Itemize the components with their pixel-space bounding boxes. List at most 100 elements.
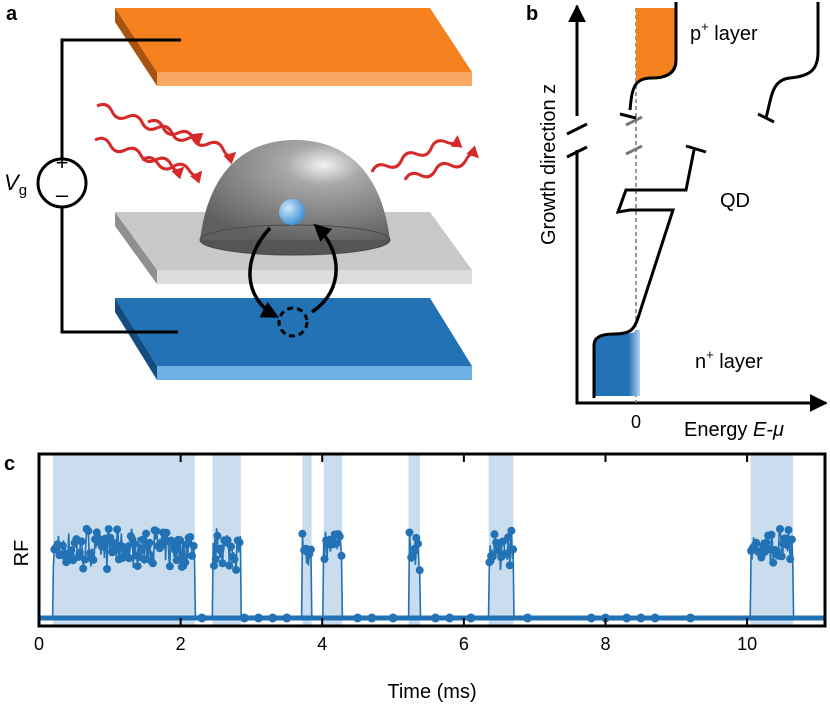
axis-break-mark [566,122,588,136]
rf-data-point [145,538,154,547]
rf-low-point [650,613,660,623]
rf-data-point [130,539,139,548]
panel-b-axes [575,150,820,405]
panel-a-label: a [6,3,18,25]
incoming-photons [94,103,237,184]
rf-data-point [138,535,147,544]
rf-data-point [79,564,88,573]
qd-label: QD [720,190,750,212]
x-tick-label: 8 [600,634,610,654]
rf-data-point [133,562,142,571]
rf-data-point [223,536,232,545]
rf-low-point [586,613,596,623]
fermi-break-mark [625,115,643,127]
outgoing-photons [370,135,479,181]
panel-b-x-label: Energy E-μ [684,419,784,441]
rf-data-point [493,546,502,555]
rf-data-point [786,555,795,564]
n-layer-label: n+ layer [695,347,763,373]
rf-data-point [776,525,784,533]
rf-data-point [89,555,98,564]
rf-data-point [142,529,151,538]
rf-data-point [235,538,244,547]
voltage-plus: + [56,150,69,175]
empty-state-icon [277,306,309,338]
rf-data-point [148,559,157,568]
rf-data-point [92,528,101,537]
voltage-minus: – [56,182,69,207]
rf-data-point [784,526,793,534]
rf-data-point [213,531,222,540]
p-band-end-tick [619,112,637,120]
rf-data-point [84,527,93,535]
panel-b-label: b [526,3,538,25]
rf-low-point [353,613,363,623]
rf-data-point [335,532,344,541]
rf-low-point [268,613,278,623]
rf-data-point [337,551,346,560]
panel-b-zero-tick: 0 [631,412,641,432]
rf-low-point [282,613,292,623]
x-tick-label: 2 [176,634,186,654]
tunnel-in-arrow [311,223,338,314]
circuit-wire-bottom [60,206,178,334]
rf-data-point [210,561,218,570]
rf-data-point [186,533,195,541]
rf-data-point [332,539,341,548]
x-tick-label: 0 [34,634,44,654]
rf-data-point [298,529,307,538]
rf-data-point [182,540,191,549]
rf-data-point [103,565,111,573]
rf-low-point [466,613,476,623]
rf-data-point [165,562,174,571]
rf-low-point [636,613,646,623]
rf-data-point [216,544,225,553]
rf-data-point [77,537,86,546]
rf-data-point [188,551,196,560]
rf-data-point [767,530,776,539]
p-layer-label: p+ layer [690,19,758,45]
n-band-end-tick [685,144,707,154]
rf-data-point [777,552,786,561]
fermi-break-mark [625,144,643,156]
panel-b-y-label: Growth direction z [538,84,560,245]
x-tick-label: 6 [459,634,469,654]
rf-data-point [762,538,771,547]
rf-low-point [431,613,440,623]
rf-data-point [502,549,511,558]
tunnel-out-arrow [248,226,280,318]
rf-data-point [172,556,181,565]
panel-a: a [4,3,479,380]
rf-data-point [140,555,149,564]
panel-c-label: c [4,453,15,475]
rf-data-point [507,526,516,535]
panel-c-frame [37,452,827,628]
rf-low-point [197,613,207,623]
rf-data-point [787,535,796,544]
rf-data-point [769,558,778,567]
rf-low-point [622,613,632,623]
rf-data-point [152,527,161,536]
p-layer-fill [636,8,676,86]
rf-low-point [523,613,533,623]
rf-data-point [415,566,424,575]
rf-data-point [211,555,220,564]
quantum-dot-dome [199,140,391,256]
rf-low-point [367,613,377,623]
rf-data-point [176,536,185,545]
panel-b: b p+ layer QD n+ layer 0 Energy E-μ Gro [526,2,828,441]
rf-data-point [113,525,122,534]
rf-data-point [509,545,518,554]
voltage-source-icon [36,157,88,209]
rf-data-point [125,554,134,563]
panel-c-y-label: RF [11,540,33,567]
voltage-label: Vg [4,170,27,199]
rf-data-point [75,548,84,557]
rf-data-point [104,525,113,534]
highlight-band [302,454,312,626]
panel-c-x-label: Time (ms) [387,681,476,703]
rf-data-point [189,541,198,550]
rf-data-point [67,546,76,555]
